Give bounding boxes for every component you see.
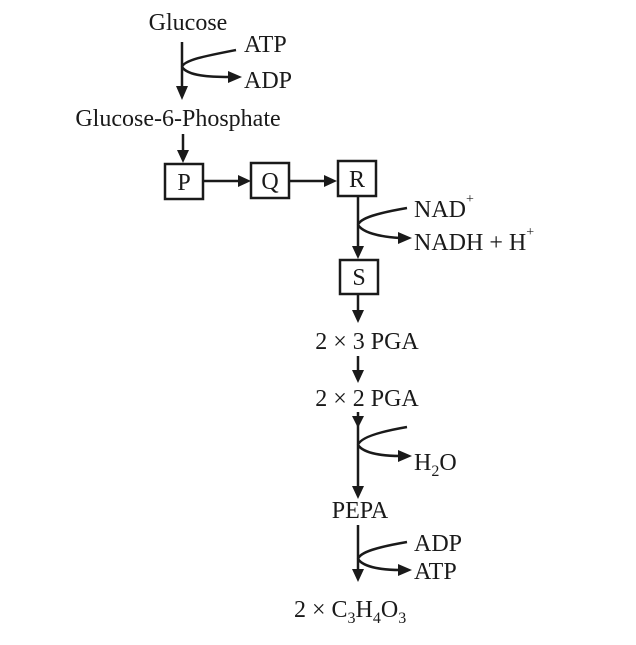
arrow-p-to-q: [203, 175, 251, 187]
node-r-label: R: [349, 167, 365, 193]
arrow-s-to-3pga: [352, 294, 364, 323]
label-atp-in: ATP: [244, 32, 287, 58]
arrow-3pga-to-2pga: [352, 356, 364, 383]
arrow-2pga-to-pepa: [352, 412, 412, 499]
node-s-label: S: [352, 265, 365, 291]
node-s: S: [338, 258, 380, 296]
arrow-q-to-r: [289, 175, 337, 187]
arrow-r-to-s: [352, 196, 412, 259]
node-q-label: Q: [261, 169, 278, 195]
label-h2o-out: H2O: [414, 450, 457, 480]
label-adp-in: ADP: [414, 531, 462, 557]
arrow-g6p-to-p: [177, 134, 189, 163]
node-glucose-6-phosphate: Glucose-6-Phosphate: [75, 106, 280, 132]
arrow-glucose-to-g6p: [176, 42, 242, 100]
label-nadh-out: NADH + H+: [414, 225, 534, 256]
label-adp-out: ADP: [244, 68, 292, 94]
node-pepa: PEPA: [332, 498, 389, 524]
node-pyruvate: 2 × C3H4O3: [294, 597, 406, 627]
node-3pga: 2 × 3 PGA: [315, 329, 419, 355]
node-r: R: [336, 159, 378, 198]
node-p-label: P: [177, 170, 190, 196]
node-2pga: 2 × 2 PGA: [315, 386, 419, 412]
label-atp-out: ATP: [414, 559, 457, 585]
node-q: Q: [249, 161, 291, 200]
node-p: P: [163, 162, 205, 201]
node-glucose: Glucose: [149, 10, 228, 36]
label-nad-in: NAD+: [414, 192, 474, 223]
arrow-pepa-to-pyruvate: [352, 525, 412, 582]
